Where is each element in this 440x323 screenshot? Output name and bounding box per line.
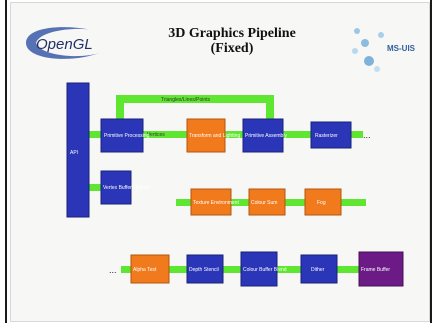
title-line-2: (Fixed) bbox=[210, 41, 254, 56]
alpha-test-label: Alpha Test bbox=[133, 267, 157, 273]
depth-stencil-label: Depth Stencil bbox=[189, 267, 219, 273]
slide: OpenGL 3D Graphics Pipeline (Fixed) MS-U… bbox=[10, 2, 430, 322]
colour-buffer-blend-node bbox=[240, 251, 278, 287]
opengl-logo-text: OpenGL bbox=[36, 36, 93, 53]
depth-stencil-node bbox=[186, 254, 224, 284]
primitive-assembly-label: Primitive Assembly bbox=[245, 133, 287, 139]
pipeline-diagram: Triangles/Lines/Points Vertices ... ... … bbox=[66, 82, 404, 287]
triangles-bus-right bbox=[266, 95, 274, 119]
colour-sum-node bbox=[248, 188, 286, 216]
triangles-bus-top bbox=[116, 95, 274, 103]
window-frame-left bbox=[5, 0, 7, 323]
dither-label: Dither bbox=[311, 267, 325, 273]
frame-buffer-node bbox=[358, 251, 404, 287]
transform-lighting-node bbox=[186, 118, 226, 153]
vertices-bus-label: Vertices bbox=[147, 132, 165, 138]
texture-environment-label: Texture Environment bbox=[193, 200, 239, 206]
opengl-logo: OpenGL bbox=[26, 27, 102, 59]
rasterizer-node bbox=[310, 121, 352, 149]
api-node bbox=[66, 82, 90, 218]
assembly-to-raster-link bbox=[283, 131, 311, 138]
fog-label: Fog bbox=[317, 200, 326, 206]
alpha-test-node bbox=[130, 254, 170, 284]
vertex-buffer-label: Vertex Buffer Objects bbox=[103, 185, 151, 191]
primitive-assembly-node bbox=[242, 118, 284, 153]
vertices-bus bbox=[143, 131, 187, 138]
primitive-processing-node bbox=[100, 118, 144, 153]
triangles-bus-label: Triangles/Lines/Points bbox=[161, 97, 211, 103]
texture-environment-node bbox=[190, 188, 232, 216]
transform-lighting-label: Transform and Lighting bbox=[189, 133, 240, 139]
slide-title: 3D Graphics Pipeline (Fixed) bbox=[134, 26, 330, 56]
dither-node bbox=[300, 254, 338, 284]
tl-to-assembly-link bbox=[225, 131, 243, 138]
vertex-buffer-node bbox=[100, 170, 132, 205]
title-line-1: 3D Graphics Pipeline bbox=[168, 26, 296, 41]
raster-out-link bbox=[351, 131, 363, 138]
row1-ellipsis: ... bbox=[363, 130, 371, 140]
triangles-bus-left bbox=[116, 95, 124, 119]
primitive-processing-label: Primitive Processing bbox=[104, 133, 150, 139]
api-to-vbo-link bbox=[87, 184, 101, 191]
fog-node bbox=[304, 188, 342, 216]
frame-buffer-label: Frame Buffer bbox=[361, 267, 390, 273]
ms-uis-logo-text: MS-UIS bbox=[387, 44, 416, 53]
ms-uis-logo: MS-UIS bbox=[352, 28, 416, 72]
api-to-primitive-link bbox=[87, 131, 101, 138]
window-frame-right bbox=[430, 0, 432, 323]
colour-sum-label: Colour Sum bbox=[251, 200, 277, 206]
rasterizer-label: Rasterizer bbox=[315, 133, 338, 139]
row3-ellipsis: ... bbox=[109, 265, 117, 275]
colour-buffer-blend-label: Colour Buffer Blend bbox=[243, 267, 287, 273]
api-node-label: API bbox=[70, 150, 78, 156]
